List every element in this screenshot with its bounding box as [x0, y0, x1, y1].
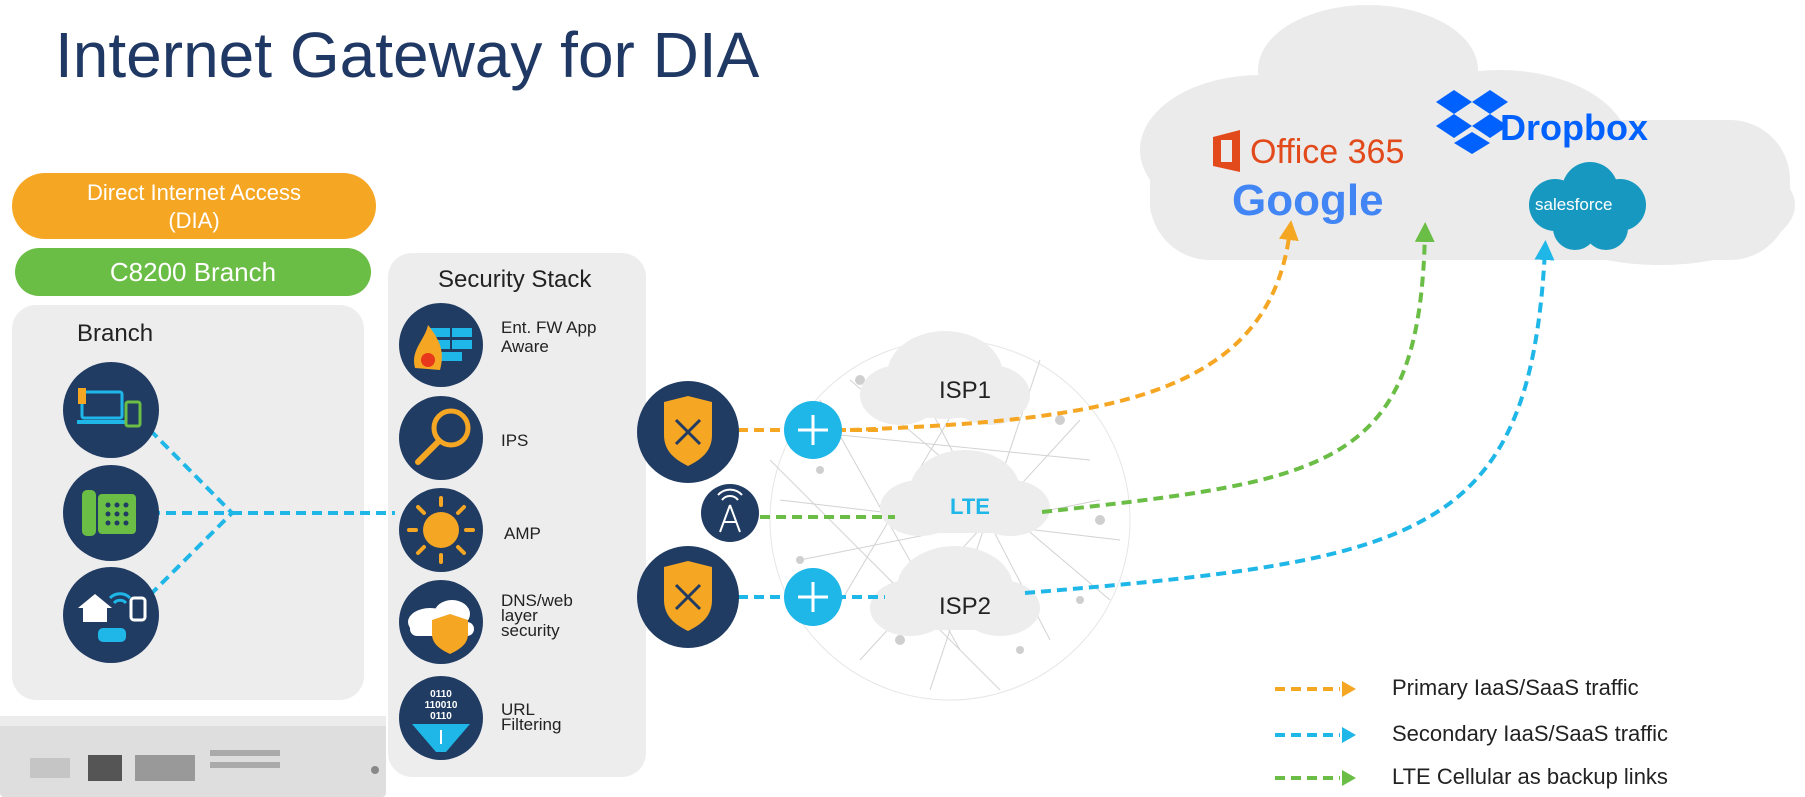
- sec-item-fw: Ent. FW App Aware: [501, 318, 597, 356]
- legend-secondary-swatch: [1275, 727, 1356, 743]
- office365-label: Office 365: [1250, 133, 1405, 171]
- sec-item-dns: DNS/web layer security: [501, 591, 573, 640]
- devices-icon: [63, 362, 159, 458]
- legend-lte-swatch: [1275, 770, 1356, 786]
- c8200-router-image: [0, 716, 386, 797]
- branch-flow-lines: [148, 428, 395, 597]
- isp1-label: ISP1: [938, 377, 992, 404]
- office365-icon: [1213, 130, 1240, 172]
- router-2-icon: [784, 568, 842, 626]
- svg-text:0110: 0110: [430, 689, 452, 700]
- sec-item-amp: AMP: [504, 524, 541, 543]
- security-appliance-2-icon: [637, 546, 739, 648]
- dia-pill-line2: (DIA): [168, 208, 220, 233]
- router-1-icon: [784, 401, 842, 459]
- dia-pill-line1: Direct Internet Access: [87, 180, 301, 205]
- binary-filter-icon: 0110 110010 0110: [399, 676, 483, 760]
- sec-item-ips: IPS: [501, 431, 529, 450]
- phone-icon: [63, 465, 159, 561]
- legend-primary-label: Primary IaaS/SaaS traffic: [1392, 675, 1639, 700]
- isp1-cloud: [860, 331, 1030, 425]
- page-title: Internet Gateway for DIA: [55, 19, 760, 91]
- iot-home-car-icon: [63, 567, 159, 663]
- branch-label: Branch: [77, 320, 154, 347]
- legend-primary-swatch: [1275, 681, 1356, 697]
- dropbox-icon: [1436, 90, 1508, 154]
- svg-text:110010: 110010: [425, 700, 458, 711]
- c8200-branch-pill: C8200 Branch: [15, 248, 371, 296]
- primary-traffic-path: [849, 220, 1299, 432]
- salesforce-icon: [1529, 162, 1646, 250]
- legend-secondary-label: Secondary IaaS/SaaS traffic: [1392, 721, 1668, 746]
- security-appliance-1-icon: [637, 381, 739, 483]
- google-label: Google: [1232, 176, 1384, 225]
- sec-item-url: URL Filtering: [501, 700, 562, 734]
- svg-text:0110: 0110: [430, 711, 452, 722]
- security-stack-label: Security Stack: [438, 266, 592, 293]
- legend-lte-label: LTE Cellular as backup links: [1392, 764, 1668, 789]
- globe-nodes: [796, 356, 1105, 654]
- firewall-icon: [399, 303, 483, 387]
- isp2-label: ISP2: [938, 593, 992, 620]
- cloud-shield-icon: [399, 580, 483, 664]
- isp2-cloud: [870, 546, 1040, 636]
- malware-bug-icon: [399, 488, 483, 572]
- magnifier-icon: [399, 396, 483, 480]
- salesforce-label: salesforce: [1535, 195, 1613, 214]
- dropbox-label: Dropbox: [1500, 107, 1648, 148]
- lte-cloud: [880, 450, 1050, 536]
- lte-label: LTE: [950, 494, 990, 519]
- cell-tower-icon: [701, 484, 759, 542]
- secondary-traffic-path: [1024, 240, 1555, 595]
- lte-backup-path: [1041, 222, 1435, 514]
- dia-pill: Direct Internet Access (DIA): [12, 173, 376, 239]
